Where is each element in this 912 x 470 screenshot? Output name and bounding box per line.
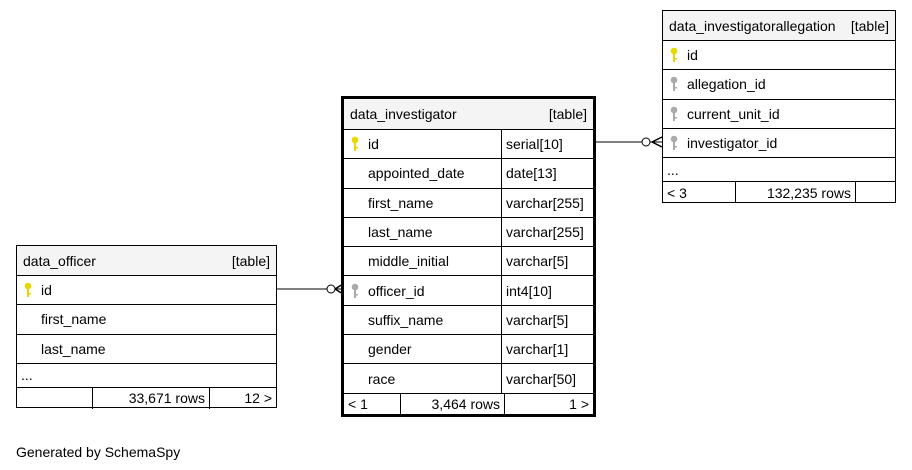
table-name: data_investigator <box>350 106 457 122</box>
column-row[interactable]: id <box>17 275 276 304</box>
column-name: id <box>687 47 698 64</box>
column-name: investigator_id <box>687 135 778 152</box>
primary-key-icon <box>344 136 366 152</box>
column-name: last_name <box>368 224 433 241</box>
table-footer: < 3 132,235 rows <box>663 181 895 204</box>
column-name: officer_id <box>368 282 425 299</box>
column-row[interactable]: middle_initial varchar[5] <box>344 246 593 276</box>
table-data-officer[interactable]: data_officer [table] id first_name last_na… <box>16 245 277 409</box>
table-name: data_investigatorallegation <box>669 17 836 34</box>
column-type: varchar[255] <box>501 188 593 217</box>
column-type: varchar[255] <box>501 217 593 247</box>
generated-by-note: Generated by SchemaSpy <box>16 444 181 460</box>
foreign-key-icon <box>663 106 685 122</box>
children-count: 12 > <box>244 390 272 407</box>
table-name: data_officer <box>23 252 96 269</box>
column-row[interactable]: id <box>663 40 895 69</box>
table-data-investigatorallegation[interactable]: data_investigatorallegation [table] id al… <box>662 10 896 204</box>
foreign-key-icon <box>344 283 366 299</box>
column-type: varchar[1] <box>501 335 593 364</box>
column-name: current_unit_id <box>687 105 780 122</box>
children-count <box>856 182 895 203</box>
edge-officer-investigator <box>277 283 344 295</box>
foreign-key-icon <box>663 135 685 151</box>
table-header: data_officer [table] <box>17 246 276 275</box>
table-kind: [table] <box>548 106 587 122</box>
parents-count: < 3 <box>663 182 736 204</box>
column-row[interactable]: investigator_id <box>663 127 895 157</box>
table-header: data_investigatorallegation [table] <box>663 11 895 40</box>
column-name: first_name <box>368 194 434 211</box>
children-count: 1 > <box>569 396 589 413</box>
column-name: allegation_id <box>687 76 766 93</box>
table-header: data_investigator [table] <box>344 99 593 129</box>
column-name: gender <box>368 341 412 358</box>
column-name: appointed_date <box>368 165 465 182</box>
column-row[interactable]: current_unit_id <box>663 98 895 128</box>
row-count: 33,671 rows <box>93 387 210 409</box>
table-kind: [table] <box>231 252 270 269</box>
row-count: 3,464 rows <box>401 393 505 415</box>
column-row[interactable]: id serial[10] <box>344 129 593 159</box>
column-name: suffix_name <box>368 311 444 328</box>
edge-investigator-allegation <box>595 136 663 148</box>
column-row[interactable]: last_name <box>17 333 276 363</box>
primary-key-icon <box>663 47 685 63</box>
column-name: race <box>368 370 396 387</box>
column-name: first_name <box>41 311 107 328</box>
foreign-key-icon <box>663 76 685 92</box>
parents-count <box>17 387 93 409</box>
column-row[interactable]: gender varchar[1] <box>344 334 593 364</box>
primary-key-icon <box>17 282 39 298</box>
column-name: id <box>368 136 379 153</box>
column-row[interactable]: officer_id int4[10] <box>344 275 593 305</box>
row-count: 132,235 rows <box>736 182 856 204</box>
column-row[interactable]: suffix_name varchar[5] <box>344 304 593 335</box>
column-name: id <box>41 282 52 299</box>
column-type: serial[10] <box>501 130 593 159</box>
column-type: varchar[5] <box>501 305 593 335</box>
column-name: last_name <box>41 340 106 357</box>
column-row[interactable]: last_name varchar[255] <box>344 216 593 247</box>
parents-count: < 1 <box>344 393 401 415</box>
more-columns: ... <box>17 362 276 387</box>
more-columns: ... <box>663 157 895 181</box>
table-kind: [table] <box>850 17 889 34</box>
column-type: varchar[5] <box>501 247 593 276</box>
column-row[interactable]: first_name varchar[255] <box>344 187 593 217</box>
table-footer: < 1 3,464 rows 1 > <box>344 392 593 415</box>
column-type: varchar[50] <box>501 364 593 393</box>
column-row[interactable]: allegation_id <box>663 69 895 98</box>
column-type: int4[10] <box>501 276 593 305</box>
column-row[interactable]: first_name <box>17 304 276 333</box>
column-row[interactable]: race varchar[50] <box>344 363 593 393</box>
column-name: middle_initial <box>368 253 449 270</box>
table-footer: 33,671 rows 12 > <box>17 386 276 409</box>
column-type: date[13] <box>501 159 593 188</box>
column-row[interactable]: appointed_date date[13] <box>344 158 593 188</box>
